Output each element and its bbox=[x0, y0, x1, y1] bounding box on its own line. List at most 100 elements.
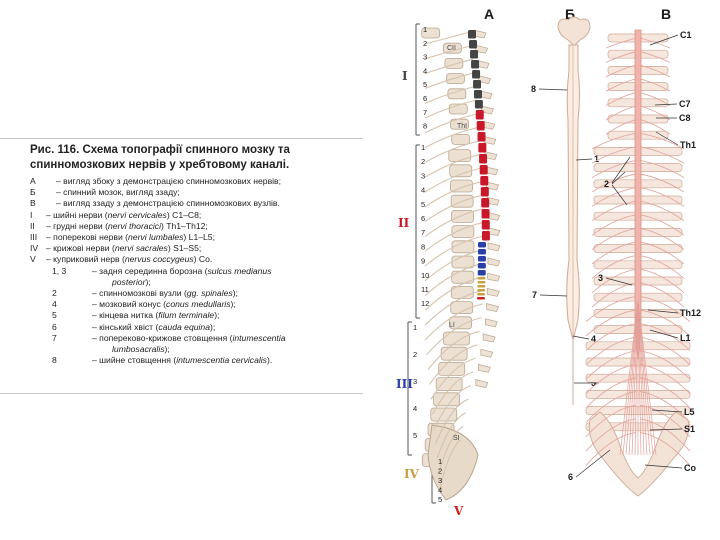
segment-number: 4 bbox=[438, 486, 442, 495]
segment-number: 2 bbox=[413, 350, 417, 359]
vertebral-body bbox=[452, 226, 474, 238]
spinous-process bbox=[483, 334, 495, 342]
figure-b-label: 7 bbox=[532, 290, 537, 300]
figure-c-label: Co bbox=[684, 463, 696, 473]
brain-stem bbox=[558, 17, 590, 46]
leader-line bbox=[573, 336, 589, 339]
figure-c-label: 3 bbox=[598, 273, 603, 283]
cord-segment bbox=[477, 285, 485, 288]
nerve-root bbox=[434, 386, 471, 429]
cord-segment bbox=[477, 121, 485, 131]
vertebral-body bbox=[452, 271, 474, 283]
vertebral-body bbox=[441, 347, 467, 360]
figure-a-lateral-view: АIIIIIIIVV123456781234567891011121234512… bbox=[396, 6, 500, 518]
segment-number: 12 bbox=[421, 299, 429, 308]
spinous-process bbox=[481, 349, 493, 357]
segment-number: 10 bbox=[421, 271, 429, 280]
cord-segment bbox=[478, 270, 486, 276]
cord-segment bbox=[481, 187, 489, 197]
cord-segment bbox=[479, 154, 487, 164]
cord-segment bbox=[480, 176, 488, 186]
segment-number: 1 bbox=[421, 143, 425, 152]
cord-segment bbox=[478, 242, 486, 248]
leader-line bbox=[539, 89, 567, 90]
figure-c-label: L1 bbox=[680, 333, 691, 343]
vertebral-body bbox=[452, 134, 470, 144]
cord-segment bbox=[468, 30, 476, 39]
segment-number: 3 bbox=[423, 53, 427, 62]
vertebral-body bbox=[449, 150, 471, 162]
figure-c-label: 2 bbox=[604, 179, 609, 189]
region-label: IV bbox=[404, 467, 420, 481]
spinous-process bbox=[484, 136, 496, 144]
leader-line bbox=[540, 295, 567, 296]
figure-c-label: C1 bbox=[680, 30, 692, 40]
spinous-process bbox=[476, 380, 488, 388]
segment-number: 2 bbox=[438, 467, 442, 476]
leader-line bbox=[576, 450, 610, 477]
cord-segment bbox=[471, 60, 479, 69]
vertebral-body bbox=[443, 332, 469, 345]
cord-segment bbox=[478, 256, 486, 262]
segment-number: 5 bbox=[438, 495, 442, 504]
cord-segment bbox=[478, 277, 486, 280]
segment-number: 3 bbox=[421, 171, 425, 180]
figure-c-label: S1 bbox=[684, 424, 695, 434]
vertebra-label: LI bbox=[449, 322, 455, 329]
spinous-process bbox=[488, 243, 500, 251]
segment-number: 5 bbox=[413, 431, 417, 440]
region-label: II bbox=[398, 216, 410, 230]
segment-number: 2 bbox=[421, 157, 425, 166]
cord-segment bbox=[470, 50, 478, 59]
vertebral-body bbox=[452, 256, 474, 268]
cord-segment bbox=[478, 263, 486, 269]
region-label: I bbox=[402, 69, 408, 83]
segment-number: 3 bbox=[413, 377, 417, 386]
segment-number: 11 bbox=[421, 285, 429, 294]
leader-line bbox=[576, 159, 592, 160]
segment-number: 4 bbox=[421, 186, 425, 195]
vertebral-body bbox=[450, 165, 472, 177]
cord-segment bbox=[482, 220, 490, 230]
segment-number: 4 bbox=[413, 404, 417, 413]
cord-segment bbox=[477, 281, 485, 284]
vertebral-body bbox=[450, 180, 472, 192]
panel-label-a: А bbox=[484, 6, 494, 22]
segment-number: 5 bbox=[423, 80, 427, 89]
cord-segment bbox=[477, 293, 485, 296]
cord-segment bbox=[469, 40, 477, 49]
region-label: III bbox=[396, 377, 413, 391]
spinous-process bbox=[485, 319, 497, 327]
spinous-process bbox=[488, 258, 500, 266]
vertebral-body bbox=[446, 74, 464, 84]
segment-number: 6 bbox=[423, 94, 427, 103]
vertebral-body bbox=[436, 378, 462, 391]
vertebra-label: ThI bbox=[457, 123, 467, 130]
segment-number: 2 bbox=[423, 39, 427, 48]
segment-number: 4 bbox=[423, 66, 427, 75]
segment-number: 7 bbox=[421, 228, 425, 237]
vertebral-body bbox=[445, 58, 463, 68]
cord-segment bbox=[482, 231, 490, 241]
cord-segment bbox=[477, 297, 485, 300]
segment-number: 6 bbox=[421, 214, 425, 223]
cord-segment bbox=[478, 249, 486, 255]
spinous-process bbox=[478, 364, 490, 372]
figure-c-label: L5 bbox=[684, 407, 695, 417]
cord-segment bbox=[476, 110, 484, 120]
cord-segment bbox=[482, 209, 490, 219]
vertebral-body bbox=[434, 393, 460, 406]
cord-segment bbox=[473, 80, 481, 89]
figure-c-label: C8 bbox=[679, 113, 691, 123]
figure-b-label: 8 bbox=[531, 84, 536, 94]
region-label: V bbox=[453, 504, 464, 518]
segment-number: 1 bbox=[438, 457, 442, 466]
panel-label-c: В bbox=[661, 6, 671, 22]
spinous-process bbox=[487, 288, 499, 296]
figure-c-label: Th1 bbox=[680, 140, 696, 150]
vertebra-label: SI bbox=[453, 435, 460, 442]
segment-number: 1 bbox=[423, 25, 427, 34]
cord-segment bbox=[477, 289, 485, 292]
figure-c-label: 6 bbox=[568, 472, 573, 482]
